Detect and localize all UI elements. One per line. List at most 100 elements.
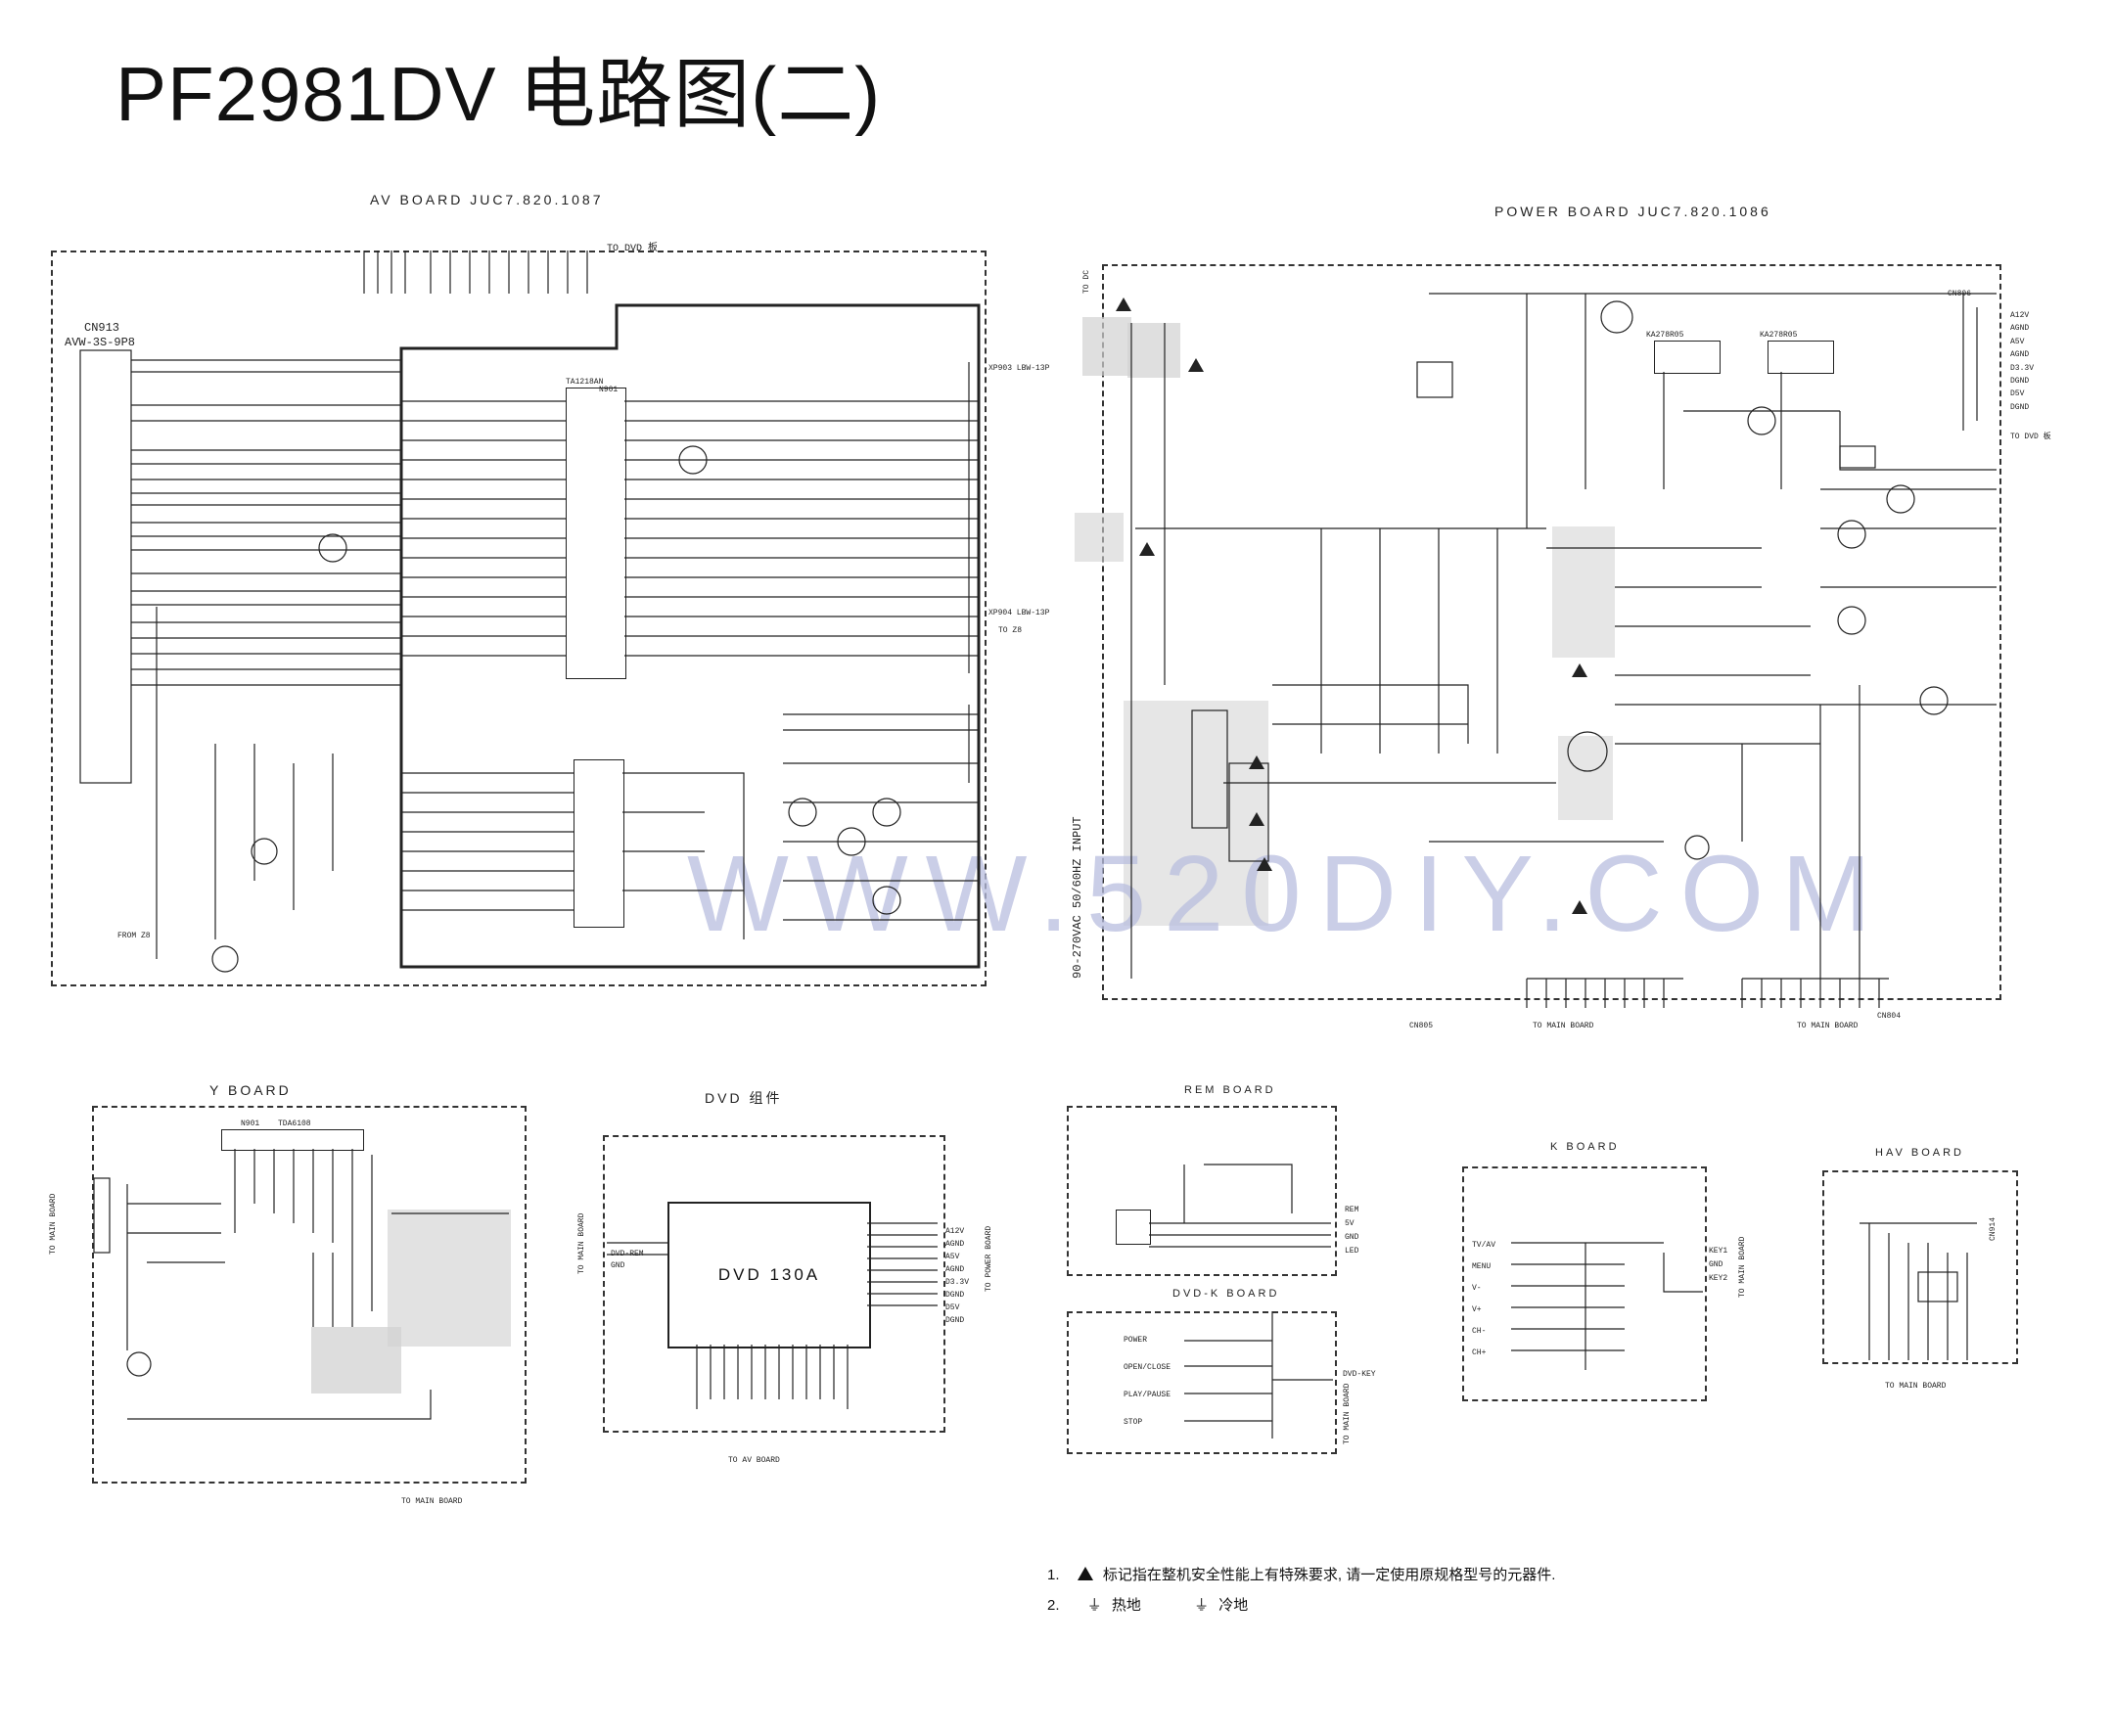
av-board-frame [51, 251, 987, 986]
hot-ground-icon: ⏚ [1086, 1597, 1102, 1614]
page-title: PF2981DV 电路图(二) [115, 51, 882, 137]
av-xp-mid-label: XP904 LBW-13P [988, 609, 1050, 617]
power-to-dvd-label: TO DVD 板 [2010, 433, 2051, 441]
power-ic2 [1768, 341, 1834, 374]
power-ic1-label: KA278R05 [1646, 331, 1684, 340]
av-from-z8-label: FROM Z8 [117, 932, 151, 940]
av-connector-type: AVW-3S-9P8 [65, 336, 136, 349]
hav-frame [1822, 1170, 2018, 1364]
power-to-main-1: TO MAIN BOARD [1533, 1022, 1594, 1030]
av-xp-top-label: XP903 LBW-13P [988, 364, 1050, 373]
y-ic [221, 1129, 364, 1151]
k-frame [1462, 1166, 1707, 1401]
k-pin: GND [1709, 1260, 1723, 1269]
dvdk-frame [1067, 1311, 1337, 1454]
y-crt-socket [388, 1210, 511, 1347]
notes: 1. 标记指在整机安全性能上有特殊要求, 请一定使用原规格型号的元器件. 2. … [1047, 1564, 1555, 1624]
power-rail: DGND [2010, 402, 2030, 412]
dvd-caption: DVD 组件 [705, 1090, 783, 1106]
av-to-dvd-label: TO DVD 板 [607, 244, 659, 254]
rem-pin: REM [1345, 1206, 1359, 1214]
y-ic-ref: N901 [241, 1119, 260, 1128]
power-rail: DGND [2010, 377, 2030, 387]
note-1-number: 1. [1047, 1567, 1060, 1583]
dvd-right-pin: D3.3V [945, 1278, 970, 1287]
power-ic1 [1654, 341, 1721, 374]
k-key: TV/AV [1472, 1241, 1496, 1250]
dvd-right-pins: A12V AGND A5V AGND D3.3V DGND D5V DGND [945, 1225, 969, 1327]
av-main-ic-label: TA1218AN [566, 378, 604, 387]
cold-ground-icon: ⏚ [1194, 1597, 1210, 1614]
rem-pin: 5V [1345, 1219, 1355, 1228]
av-shield-outline [399, 303, 981, 969]
power-rail-list: A12V AGND A5V AGND D3.3V DGND D5V DGND [2010, 309, 2034, 414]
power-rail: AGND [2010, 350, 2030, 360]
watermark: WWW.520DIY.COM [687, 834, 1889, 954]
k-pin: KEY2 [1709, 1274, 1728, 1283]
power-hot-region [1082, 317, 1131, 376]
dvdk-key: STOP [1124, 1418, 1143, 1427]
rem-frame [1067, 1106, 1337, 1276]
av-to-z8-label: TO Z8 [998, 626, 1023, 635]
dvd-right-pin: A5V [945, 1253, 960, 1261]
dvdk-keys: POWER OPEN/CLOSE PLAY/PAUSE STOP [1124, 1327, 1171, 1437]
power-board-frame [1102, 264, 2001, 1000]
power-hot-region [1558, 736, 1613, 820]
power-hot-region [1075, 513, 1124, 562]
k-key: V+ [1472, 1305, 1482, 1314]
av-board-caption: AV BOARD JUC7.820.1087 [370, 192, 604, 207]
rem-caption: REM BOARD [1184, 1084, 1276, 1096]
av-main-ic-ref: N901 [599, 386, 619, 394]
y-to-main: TO MAIN BOARD [401, 1497, 463, 1506]
note-2-number: 2. [1047, 1597, 1060, 1614]
note-2-hot: 热地 [1111, 1597, 1141, 1614]
dvdk-caption: DVD-K BOARD [1172, 1288, 1280, 1300]
rem-pin: LED [1345, 1247, 1359, 1256]
k-key: CH- [1472, 1327, 1487, 1336]
y-board-caption: Y BOARD [209, 1082, 292, 1098]
k-key: V- [1472, 1284, 1482, 1293]
power-cn-right: CN804 [1877, 1012, 1902, 1021]
warning-triangle-icon [1077, 1567, 1093, 1580]
k-key: CH+ [1472, 1348, 1487, 1357]
y-socket-pins [311, 1327, 401, 1393]
power-hot-region [1127, 323, 1180, 378]
y-ic-label: TDA6108 [278, 1119, 311, 1128]
power-rail: A5V [2010, 337, 2025, 346]
k-pin: KEY1 [1709, 1247, 1728, 1256]
power-rail: A12V [2010, 311, 2030, 320]
dvdk-key: POWER [1124, 1336, 1148, 1345]
note-1-text: 标记指在整机安全性能上有特殊要求, 请一定使用原规格型号的元器件. [1102, 1567, 1556, 1583]
dvd-module: DVD 130A [667, 1202, 871, 1348]
k-keys: TV/AV MENU V- V+ CH- CH+ [1472, 1235, 1495, 1364]
y-board-frame [92, 1106, 527, 1484]
power-hot-region [1124, 701, 1268, 926]
power-rail: D3.3V [2010, 363, 2035, 373]
warning-triangle-icons [1116, 297, 1587, 914]
k-caption: K BOARD [1550, 1141, 1620, 1153]
power-board-caption: POWER BOARD JUC7.820.1086 [1494, 204, 1771, 219]
dvd-right-pin: AGND [945, 1265, 965, 1274]
dvd-right-pin: DGND [945, 1316, 965, 1325]
power-rail: AGND [2010, 324, 2030, 334]
av-connector-block [79, 349, 132, 784]
dvd-left-pin: GND [611, 1261, 625, 1270]
k-key: MENU [1472, 1262, 1492, 1271]
dvd-right-pin: D5V [945, 1303, 960, 1312]
power-rail: D5V [2010, 389, 2025, 399]
av-main-ic [566, 388, 626, 679]
dvdk-key: OPEN/CLOSE [1124, 1363, 1171, 1372]
note-1: 1. 标记指在整机安全性能上有特殊要求, 请一定使用原规格型号的元器件. [1047, 1564, 1555, 1584]
dvd-right-pin: A12V [945, 1227, 965, 1236]
av-second-ic [574, 759, 624, 928]
dvd-right-pin: DGND [945, 1291, 965, 1300]
rem-ir-receiver [1116, 1210, 1151, 1245]
av-connector-ref: CN913 [84, 321, 120, 335]
power-to-main-2: TO MAIN BOARD [1797, 1022, 1859, 1030]
power-cn-left: CN805 [1409, 1022, 1434, 1030]
dvd-right-pin: AGND [945, 1240, 965, 1249]
rem-pin: GND [1345, 1233, 1359, 1242]
rem-pins: REM 5V GND LED [1345, 1204, 1358, 1258]
note-2: 2. ⏚ 热地 ⏚ 冷地 [1047, 1594, 1555, 1615]
